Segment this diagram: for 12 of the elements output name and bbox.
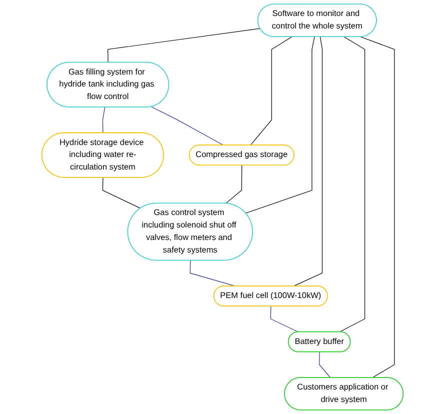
connector [339, 36, 366, 332]
connector [226, 165, 242, 204]
connector [293, 36, 323, 286]
connector [102, 177, 141, 209]
connector [108, 28, 260, 63]
connector [250, 36, 292, 146]
connector [102, 106, 106, 134]
connector [319, 352, 331, 378]
connector [245, 36, 315, 214]
connector [150, 106, 224, 146]
connector [360, 36, 395, 378]
connector [270, 306, 299, 332]
